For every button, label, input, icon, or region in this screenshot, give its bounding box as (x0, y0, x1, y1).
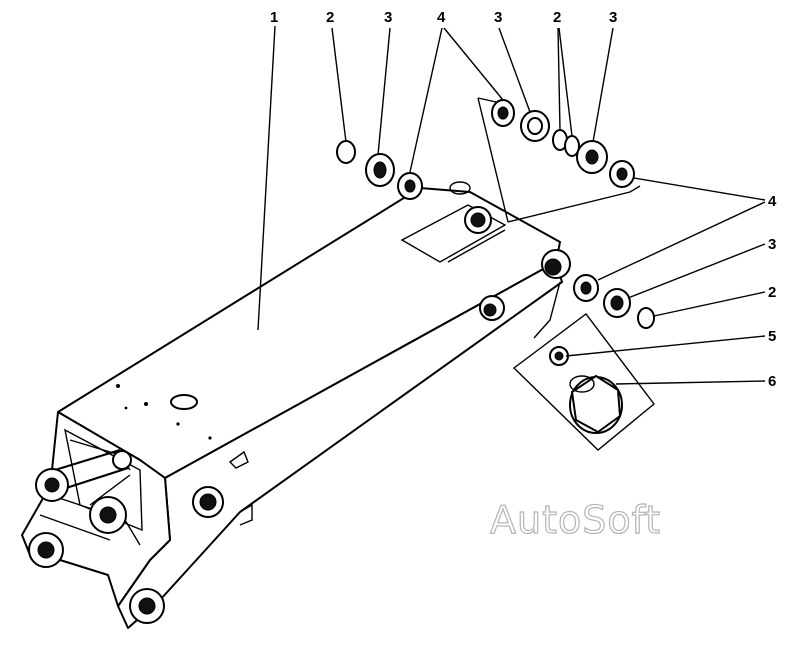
watermark-text: AutoSoft (490, 498, 661, 542)
hardware-group-right (533, 274, 655, 339)
bushing-part (576, 140, 608, 174)
callout-label: 4 (768, 193, 777, 210)
callout-label: 4 (437, 9, 446, 26)
hardware-group-upper-right (477, 97, 641, 223)
plug-part (569, 374, 623, 434)
callout-label: 2 (326, 9, 334, 26)
callout-label: 3 (609, 9, 617, 26)
boom-arm (21, 181, 571, 629)
callout-label: 2 (768, 284, 776, 301)
leader-lines (257, 25, 766, 385)
callout-label: 6 (768, 373, 776, 390)
small-nut-part (549, 346, 569, 366)
nut-part (491, 99, 515, 127)
callout-label: 1 (270, 9, 278, 26)
bushing-part (603, 288, 631, 318)
callout-label: 2 (553, 9, 561, 26)
nut-part (609, 160, 635, 188)
bushing-part (365, 153, 395, 187)
callout-label: 3 (384, 9, 392, 26)
hardware-group-upper-left (336, 140, 423, 200)
callout-label: 5 (768, 328, 776, 345)
callout-labels: 1 2 3 4 3 2 3 4 3 2 5 6 (270, 9, 777, 390)
nut-part (573, 274, 599, 302)
callout-label: 3 (494, 9, 502, 26)
nut-part (397, 172, 423, 200)
callout-label: 3 (768, 236, 776, 253)
inset-detail (512, 313, 655, 451)
